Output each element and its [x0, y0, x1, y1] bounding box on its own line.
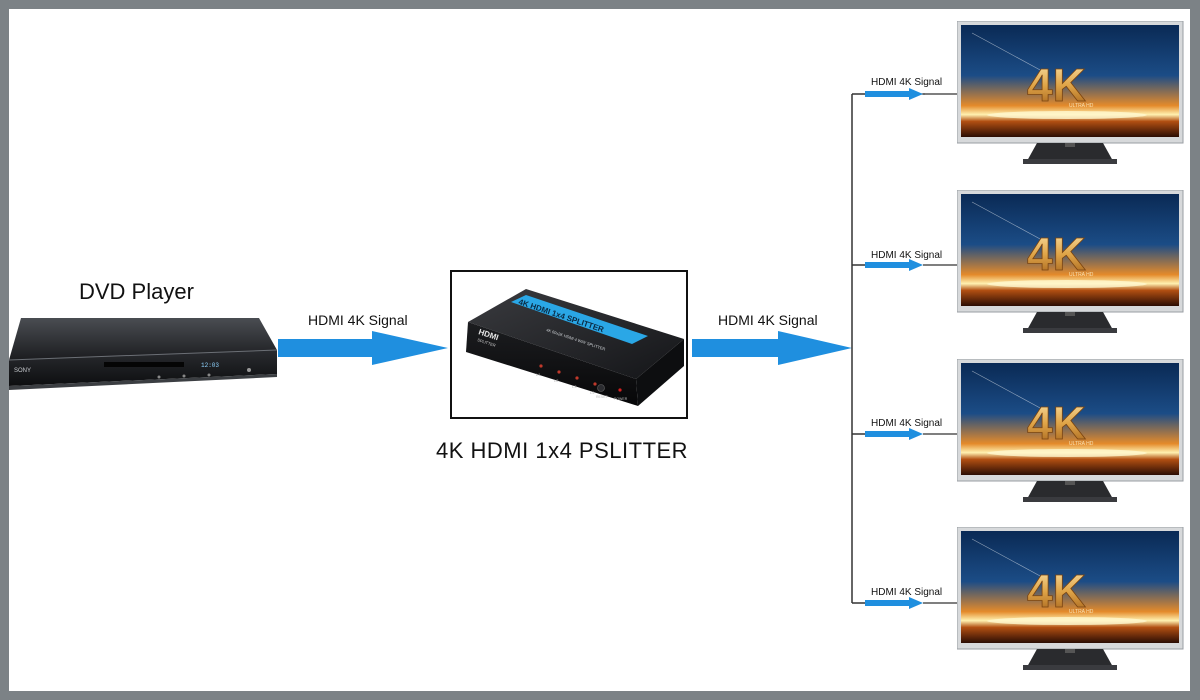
tv-display: 4K ULTRA HD	[957, 21, 1184, 164]
dvd-player-image: SONY 12:03	[9, 318, 278, 390]
splitter-caption: 4K HDMI 1x4 PSLITTER	[436, 438, 689, 463]
tv-screen-subtext: ULTRA HD	[1069, 103, 1094, 109]
display-connector-line	[923, 433, 961, 435]
distribution-bus	[851, 93, 867, 604]
tv-screen-text: 4K	[1027, 397, 1086, 449]
splitter-image: 4K HDMI 1x4 SPLITTER 4K 60x2K HDMI 4 WAY…	[466, 289, 684, 406]
display-signal-arrow	[865, 428, 923, 440]
diagram-canvas: DVD Player SONY 12:03 HDMI 4K Signal	[9, 9, 1190, 691]
display-signal-arrow	[865, 88, 925, 100]
port-l4: L4	[590, 390, 595, 395]
port-l1: L1	[536, 372, 541, 377]
display-signal-label: HDMI 4K Signal	[871, 587, 943, 598]
tv-screen-subtext: ULTRA HD	[1069, 609, 1094, 615]
input-signal-label: HDMI 4K Signal	[308, 312, 408, 328]
display-connector-line	[923, 602, 961, 604]
display-signal-label: HDMI 4K Signal	[871, 77, 943, 88]
output-signal-label: HDMI 4K Signal	[718, 312, 818, 328]
display-signal-arrow	[865, 597, 923, 609]
display-signal-label: HDMI 4K Signal	[871, 250, 943, 261]
reset-button-icon	[597, 384, 605, 392]
tv-screen-subtext: ULTRA HD	[1069, 272, 1094, 278]
splitter-logo-bottom: SPLITTER	[477, 337, 497, 348]
port-l2: L2	[554, 378, 559, 383]
power-led-icon	[618, 388, 622, 392]
tv-display: 4K ULTRA HD	[957, 190, 1184, 333]
input-signal-arrow	[278, 331, 448, 365]
output-signal-arrow	[692, 331, 852, 365]
power-label: POWER	[614, 397, 628, 401]
tv-screen-subtext: ULTRA HD	[1069, 441, 1094, 447]
tv-screen-text: 4K	[1027, 228, 1086, 280]
reset-label: RESET	[596, 395, 609, 399]
tv-display: 4K ULTRA HD	[957, 359, 1184, 502]
display-signal-label: HDMI 4K Signal	[871, 418, 943, 429]
dvd-brand: SONY	[14, 368, 31, 374]
display-connector-line	[923, 264, 961, 266]
dvd-display: 12:03	[201, 362, 219, 369]
dvd-player-title: DVD Player	[79, 279, 194, 304]
display-connector-line	[923, 93, 961, 95]
tv-display: 4K ULTRA HD	[957, 527, 1184, 670]
port-l3: L3	[572, 384, 577, 389]
tv-screen-text: 4K	[1027, 59, 1086, 111]
display-signal-arrow	[865, 259, 923, 271]
tv-screen-text: 4K	[1027, 565, 1086, 617]
